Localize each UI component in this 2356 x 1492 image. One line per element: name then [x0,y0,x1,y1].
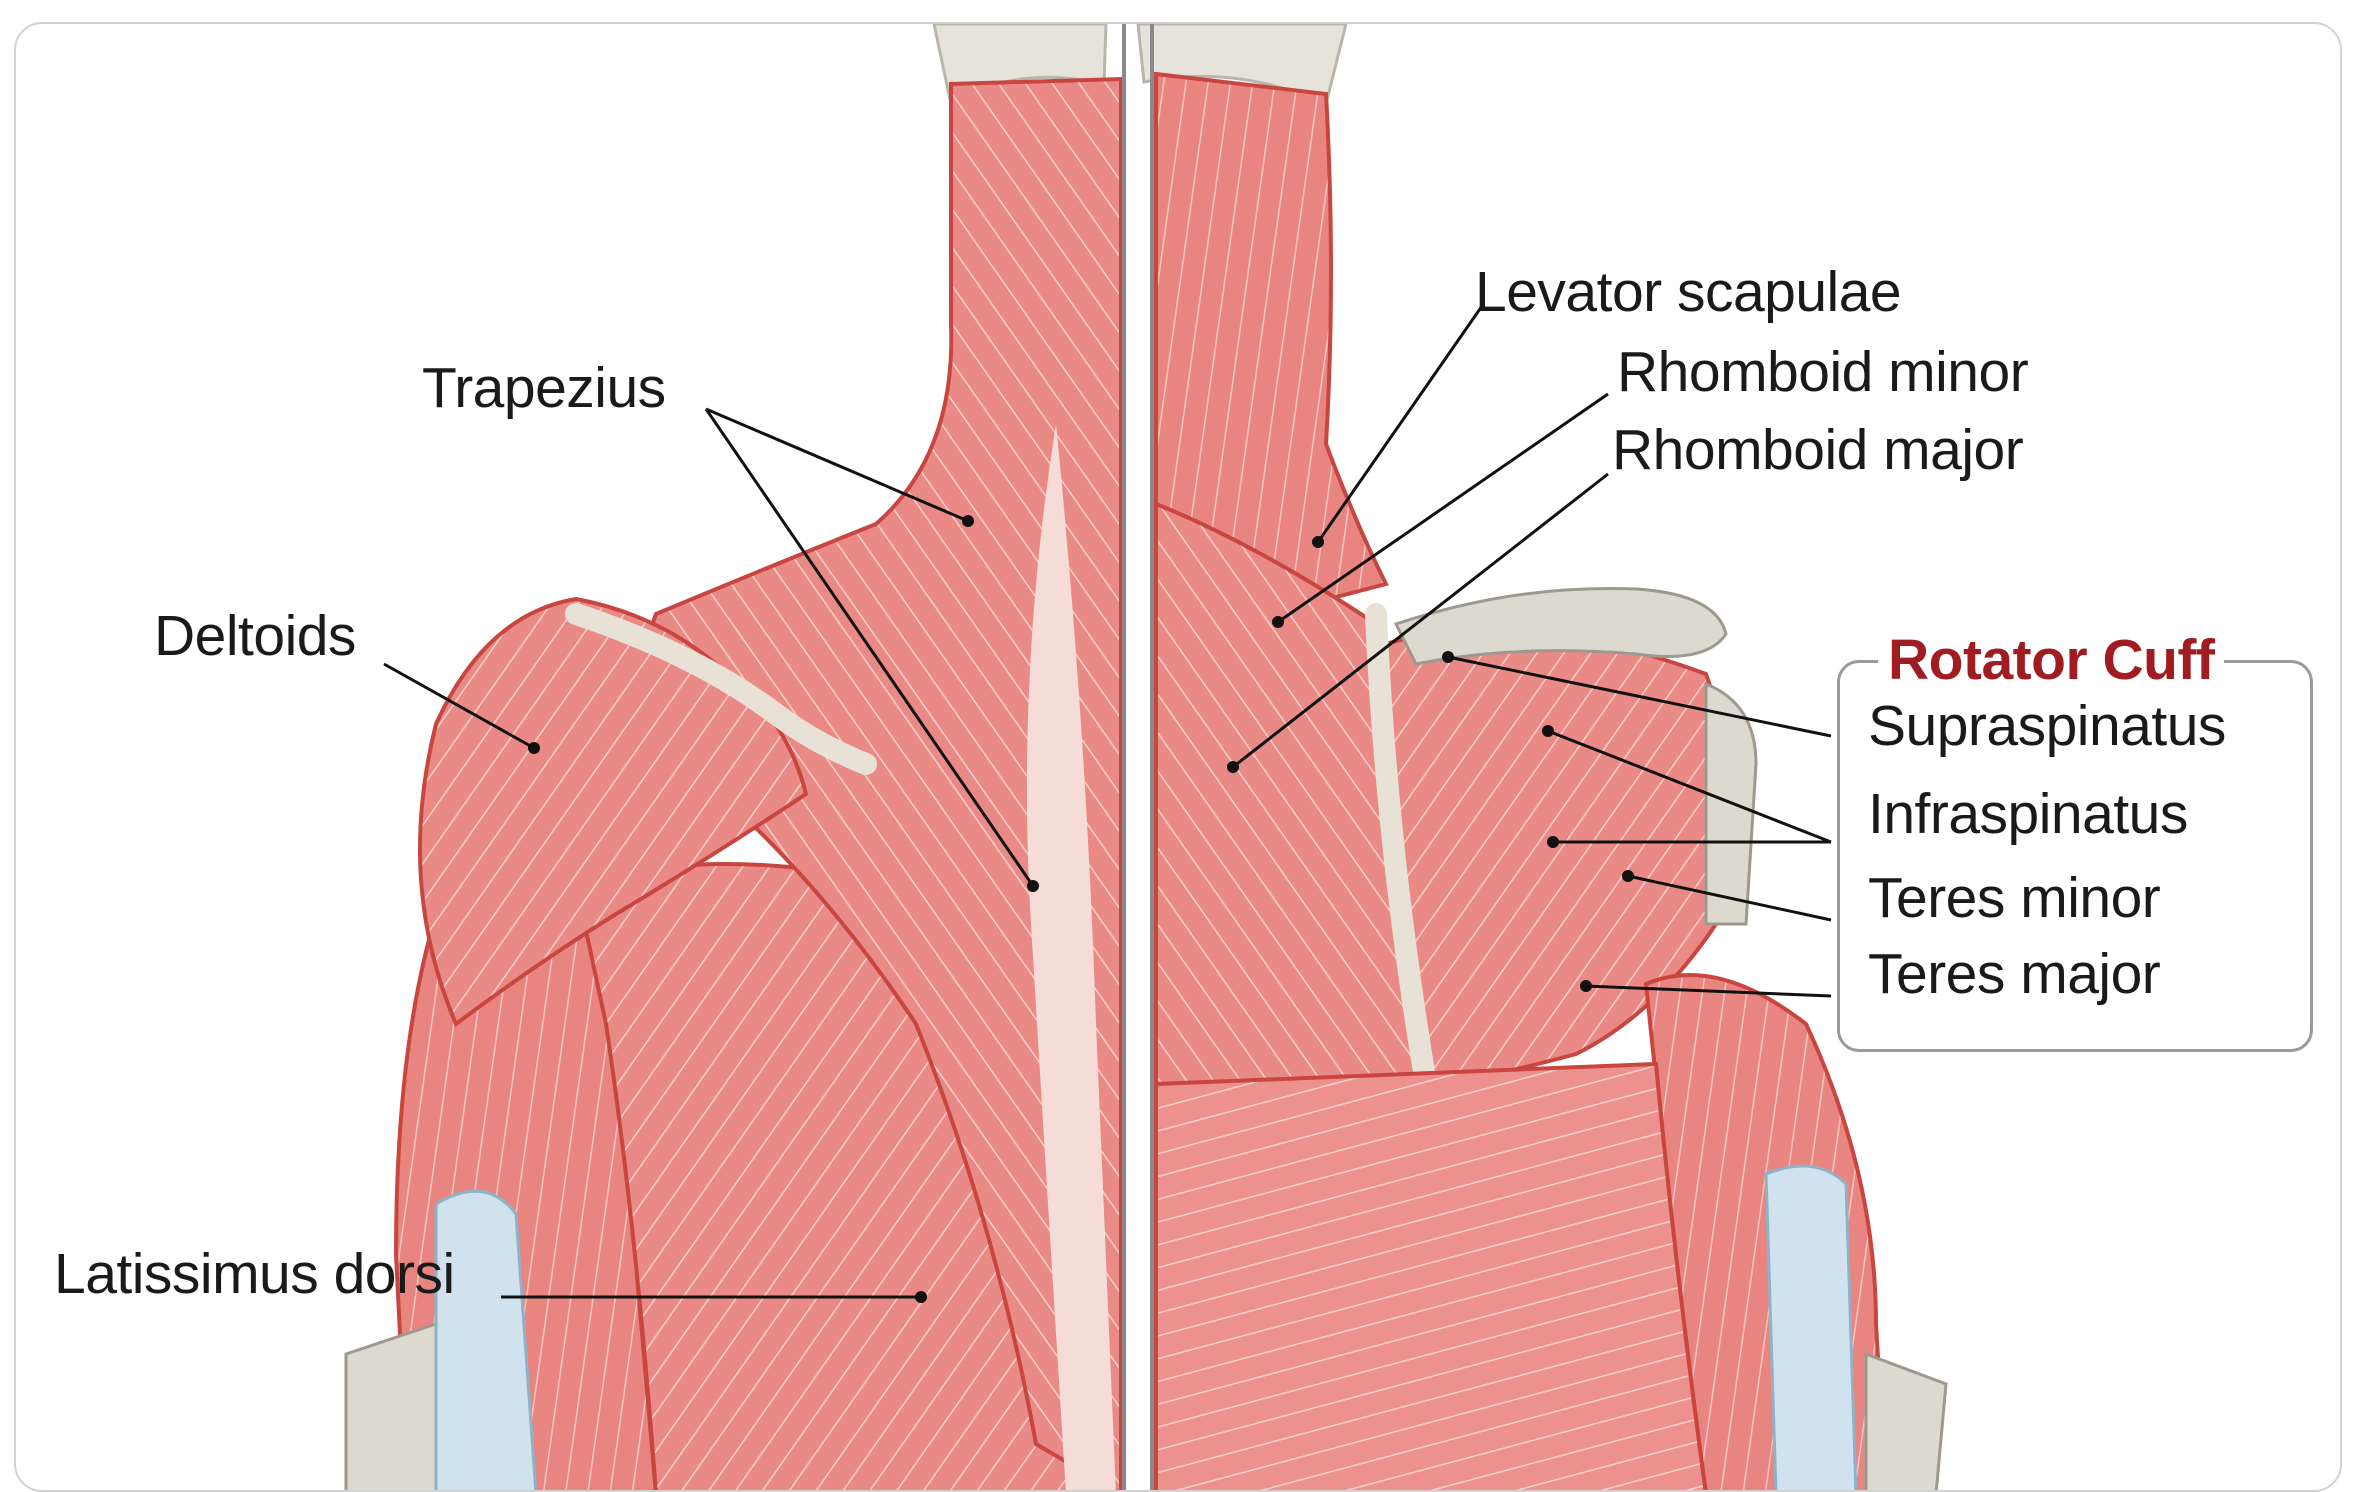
figure-frame: Trapezius Deltoids Latissimus dorsi Leva… [14,22,2342,1492]
label-rhomboid-minor: Rhomboid minor [1617,344,2028,401]
label-teres-major: Teres major [1868,946,2160,1003]
dot-infraspinatus-2 [1547,836,1559,848]
label-supraspinatus: Supraspinatus [1868,698,2226,755]
label-levator-scapulae: Levator scapulae [1475,264,1901,321]
left-elbow-bone [346,1324,446,1492]
dot-infraspinatus-1 [1542,725,1554,737]
label-trapezius: Trapezius [422,360,666,417]
dot-supraspinatus [1442,651,1454,663]
right-forearm-tendon [1766,1166,1856,1492]
dot-deltoids [528,742,540,754]
label-deltoids: Deltoids [154,608,356,665]
dot-rhomboid-major [1227,761,1239,773]
dot-trapezius-1 [962,515,974,527]
dot-levator [1312,536,1324,548]
dot-trapezius-2 [1027,880,1039,892]
rotator-cuff-title: Rotator Cuff [1888,628,2214,692]
dot-rhomboid-minor [1272,616,1284,628]
label-rhomboid-major: Rhomboid major [1612,422,2023,479]
dot-latissimus [915,1291,927,1303]
rotator-cuff-title-wrap: Rotator Cuff [1878,632,2224,689]
label-infraspinatus: Infraspinatus [1868,786,2188,843]
dot-teres-minor [1622,870,1634,882]
label-latissimus-dorsi: Latissimus dorsi [54,1246,455,1303]
right-lower-back [1156,1064,1706,1492]
label-teres-minor: Teres minor [1868,870,2160,927]
dot-teres-major [1580,980,1592,992]
leader-levator [1318,306,1482,542]
right-elbow-bone [1866,1354,1946,1492]
